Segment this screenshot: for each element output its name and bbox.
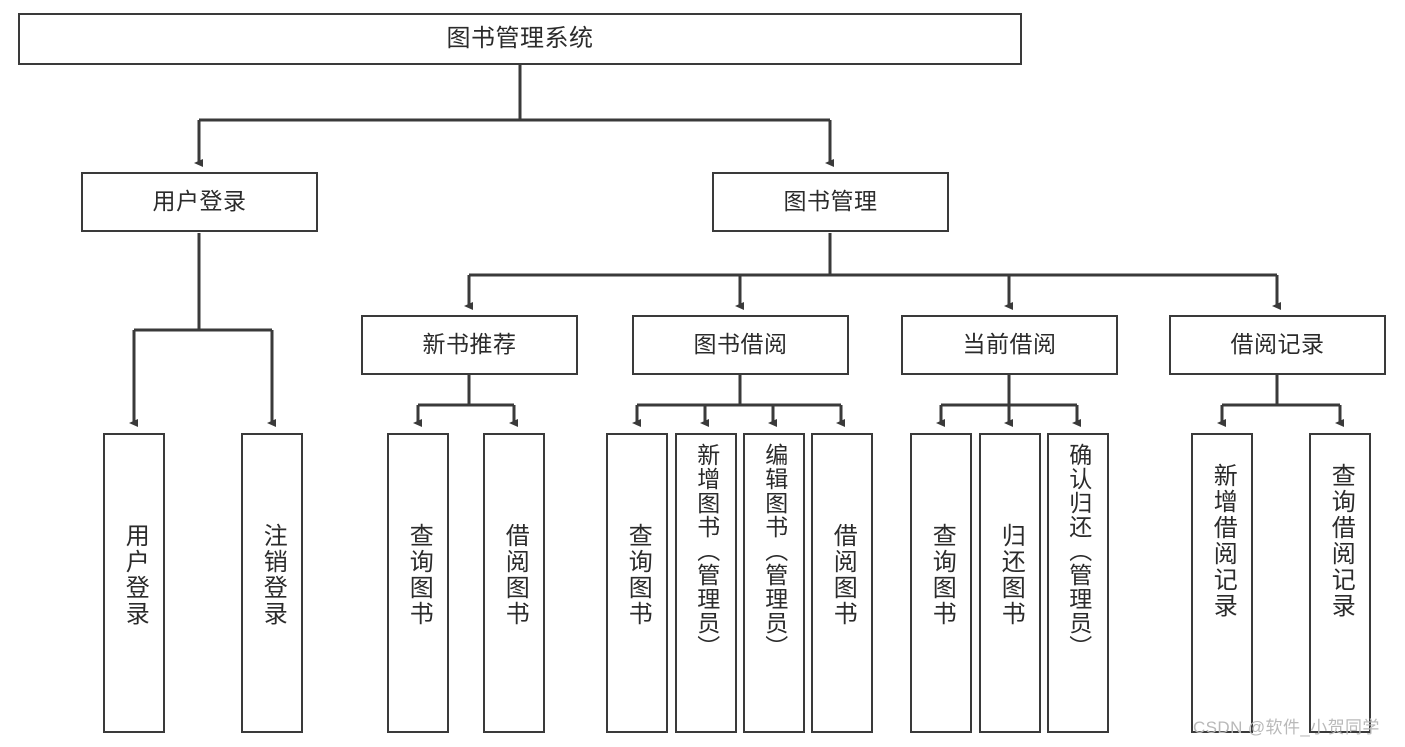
leaf-query-borrow-record[interactable]: 查询借阅记录	[1309, 433, 1371, 733]
node-label: 用户登录	[152, 188, 247, 215]
leaf-borrow-book-recommend[interactable]: 借阅图书	[483, 433, 545, 733]
node-label: 图书管理	[783, 188, 878, 215]
node-label: 图书管理系统	[446, 24, 594, 52]
node-label: 查询图书	[405, 523, 433, 627]
node-label: 查询图书	[928, 523, 956, 627]
node-label: 当前借阅	[962, 331, 1057, 358]
node-user-login[interactable]: 用户登录	[81, 172, 318, 232]
leaf-confirm-return-admin[interactable]: 确认归还（管理员）	[1047, 433, 1109, 733]
node-book-borrow[interactable]: 图书借阅	[632, 315, 849, 375]
node-borrow-record[interactable]: 借阅记录	[1169, 315, 1386, 375]
node-label: 注销登录	[259, 523, 287, 627]
node-label: 借阅图书	[501, 523, 529, 627]
leaf-query-book-recommend[interactable]: 查询图书	[387, 433, 449, 733]
node-label: 归还图书	[997, 523, 1025, 627]
node-label: 用户登录	[121, 523, 149, 627]
node-label: 查询借阅记录	[1327, 463, 1355, 619]
node-label: 借阅记录	[1230, 331, 1325, 358]
leaf-logout-login[interactable]: 注销登录	[241, 433, 303, 733]
node-label: 新增图书（管理员）	[693, 443, 720, 659]
leaf-query-book-current[interactable]: 查询图书	[910, 433, 972, 733]
node-label: 查询图书	[624, 523, 652, 627]
leaf-return-book[interactable]: 归还图书	[979, 433, 1041, 733]
leaf-add-borrow-record[interactable]: 新增借阅记录	[1191, 433, 1253, 733]
node-label: 确认归还（管理员）	[1065, 443, 1092, 659]
leaf-query-book-borrow[interactable]: 查询图书	[606, 433, 668, 733]
node-label: 新书推荐	[422, 331, 517, 358]
leaf-borrow-book[interactable]: 借阅图书	[811, 433, 873, 733]
node-new-book-recommend[interactable]: 新书推荐	[361, 315, 578, 375]
node-label: 图书借阅	[693, 331, 788, 358]
leaf-add-book-admin[interactable]: 新增图书（管理员）	[675, 433, 737, 733]
node-root-system[interactable]: 图书管理系统	[18, 13, 1022, 65]
leaf-edit-book-admin[interactable]: 编辑图书（管理员）	[743, 433, 805, 733]
node-current-borrow[interactable]: 当前借阅	[901, 315, 1118, 375]
node-label: 借阅图书	[829, 523, 857, 627]
node-label: 新增借阅记录	[1209, 463, 1237, 619]
node-label: 编辑图书（管理员）	[761, 443, 788, 659]
csdn-watermark: CSDN @软件_小贺同学	[1193, 718, 1380, 737]
node-book-management[interactable]: 图书管理	[712, 172, 949, 232]
leaf-user-login[interactable]: 用户登录	[103, 433, 165, 733]
